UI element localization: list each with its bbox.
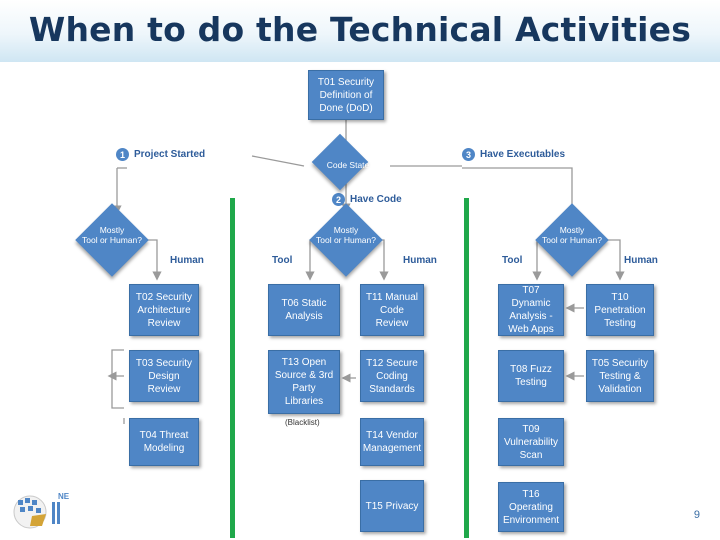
node-t16: T16 Operating Environment: [498, 482, 564, 532]
node-t15: T15 Privacy: [360, 480, 424, 532]
node-t02: T02 Security Architecture Review: [129, 284, 199, 336]
node-t07: T07 Dynamic Analysis - Web Apps: [498, 284, 564, 336]
node-t12: T12 Secure Coding Standards: [360, 350, 424, 402]
node-t08: T08 Fuzz Testing: [498, 350, 564, 402]
blacklist-note: (Blacklist): [285, 418, 320, 427]
step-project-started: 1 Project Started: [116, 148, 205, 161]
node-t09: T09 Vulnerability Scan: [498, 418, 564, 466]
page-number: 9: [693, 509, 700, 521]
branch-left-human: Human: [170, 255, 204, 266]
node-t13: T13 Open Source & 3rd Party Libraries: [268, 350, 340, 414]
node-t03: T03 Security Design Review: [129, 350, 199, 402]
step-number: 1: [116, 148, 129, 161]
step-number: 2: [332, 193, 345, 206]
divider-right: [464, 198, 469, 538]
node-t10: T10 Penetration Testing: [586, 284, 654, 336]
flowchart: T01 Security Definition of Done (DoD) 1 …: [72, 68, 664, 538]
logo-text: NE: [58, 492, 70, 501]
branch-right-human: Human: [624, 255, 658, 266]
node-t06: T06 Static Analysis: [268, 284, 340, 336]
title-band: [0, 0, 720, 62]
step-label: Have Executables: [480, 149, 566, 160]
branch-mid-tool: Tool: [272, 255, 293, 266]
decision-left-label: Mostly Tool or Human?: [81, 225, 142, 245]
logo-graphic: [13, 495, 60, 529]
divider-left: [230, 198, 235, 538]
node-t01: T01 Security Definition of Done (DoD): [308, 70, 384, 120]
step-label: Project Started: [134, 149, 206, 160]
branch-right-tool: Tool: [502, 255, 523, 266]
step-label: Have Code: [350, 194, 402, 205]
step-have-code: 2 Have Code: [332, 193, 402, 206]
slide-title: When to do the Technical Activities: [28, 10, 692, 49]
org-logo: NE: [12, 492, 102, 539]
decision-middle-label: Mostly Tool or Human?: [315, 225, 376, 245]
step-number: 3: [462, 148, 475, 161]
branch-mid-human: Human: [403, 255, 437, 266]
node-t11: T11 Manual Code Review: [360, 284, 424, 336]
node-t14: T14 Vendor Management: [360, 418, 424, 466]
node-t04: T04 Threat Modeling: [129, 418, 199, 466]
node-t05: T05 Security Testing & Validation: [586, 350, 654, 402]
decision-right-label: Mostly Tool or Human?: [541, 225, 602, 245]
code-state-label: Code State: [326, 160, 370, 170]
step-have-executables: 3 Have Executables: [462, 148, 565, 161]
